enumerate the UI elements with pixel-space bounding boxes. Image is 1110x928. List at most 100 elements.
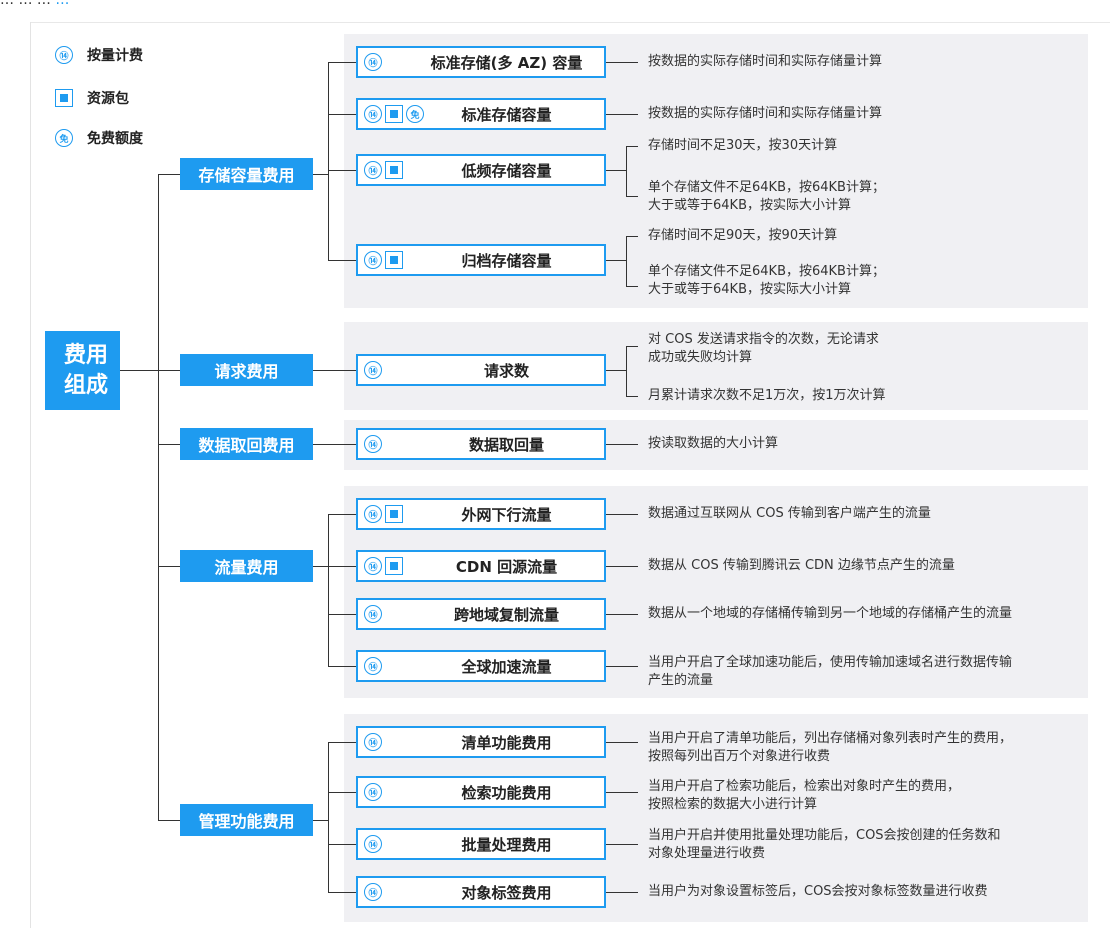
item-label: 对象标签费用 — [461, 883, 552, 902]
item-description: 当用户开启并使用批量处理功能后，COS会按创建的任务数和 — [648, 828, 1001, 843]
resource-pack-icon — [55, 89, 73, 107]
item-label: 外网下行流量 — [461, 505, 552, 524]
connector — [606, 566, 638, 567]
item-label: 跨地域复制流量 — [453, 605, 559, 624]
pay-per-use-icon: ⑭ — [55, 46, 73, 64]
item-description: 数据从一个地域的存储桶传输到另一个地域的存储桶产生的流量 — [648, 606, 1013, 621]
connector — [606, 792, 638, 793]
resource-pack-icon — [385, 505, 403, 523]
pay-per-use-icon: ⑭ — [364, 251, 382, 269]
root-line-2: 组成 — [64, 372, 109, 398]
connector — [313, 370, 356, 371]
item-description: 按照每列出百万个对象进行收费 — [648, 749, 831, 764]
item-description: 数据通过互联网从 COS 传输到客户端产生的流量 — [648, 506, 931, 521]
pay-per-use-icon: ⑭ — [364, 783, 382, 801]
connector — [158, 174, 159, 820]
header-text: … … … … — [0, 0, 69, 8]
connector — [313, 566, 328, 567]
resource-pack-icon — [385, 161, 403, 179]
frame-top-border — [30, 22, 1110, 23]
category-retrieval: 数据取回费用 — [180, 428, 313, 460]
billing-icons: ⑭ — [364, 657, 382, 675]
pay-per-use-icon: ⑭ — [364, 53, 382, 71]
connector — [606, 844, 638, 845]
billing-icons: ⑭ — [364, 883, 382, 901]
connector — [328, 566, 356, 567]
billing-icons: ⑭ — [364, 783, 382, 801]
free-quota-icon: 免 — [55, 129, 73, 147]
item-inventory: ⑭ 清单功能费用 — [356, 726, 606, 758]
item-description: 按数据的实际存储时间和实际存储量计算 — [648, 106, 883, 121]
item-label: 检索功能费用 — [461, 783, 552, 802]
item-label: 标准存储(多 AZ) 容量 — [430, 53, 583, 72]
item-label: 低频存储容量 — [461, 161, 552, 180]
legend-free-quota: 免 免费额度 — [55, 127, 143, 149]
connector — [328, 792, 356, 793]
pay-per-use-icon: ⑭ — [364, 505, 382, 523]
pay-per-use-icon: ⑭ — [364, 557, 382, 575]
item-description: 当用户开启了清单功能后，列出存储桶对象列表时产生的费用， — [648, 731, 1013, 746]
frame-left-border — [30, 22, 31, 928]
pay-per-use-icon: ⑭ — [364, 105, 382, 123]
free-quota-icon: 免 — [406, 105, 424, 123]
connector — [328, 62, 329, 260]
pay-per-use-icon: ⑭ — [364, 361, 382, 379]
connector — [328, 614, 356, 615]
item-cross-region: ⑭ 跨地域复制流量 — [356, 598, 606, 630]
connector — [328, 666, 356, 667]
billing-icons: ⑭ — [364, 505, 403, 523]
item-description: 单个存储文件不足64KB，按64KB计算； — [648, 180, 885, 195]
connector — [626, 196, 638, 197]
item-description: 成功或失败均计算 — [648, 350, 753, 365]
connector — [606, 742, 638, 743]
item-label: 标准存储容量 — [461, 105, 552, 124]
item-description: 月累计请求次数不足1万次，按1万次计算 — [648, 388, 886, 403]
item-internet-egress: ⑭ 外网下行流量 — [356, 498, 606, 530]
connector — [313, 444, 356, 445]
pay-per-use-icon: ⑭ — [364, 161, 382, 179]
connector — [328, 62, 356, 63]
item-description: 存储时间不足90天，按90天计算 — [648, 228, 838, 243]
connector — [606, 892, 638, 893]
connector — [313, 174, 328, 175]
connector — [158, 444, 180, 445]
item-archive: ⑭ 归档存储容量 — [356, 244, 606, 276]
item-global-acceleration: ⑭ 全球加速流量 — [356, 650, 606, 682]
pay-per-use-icon: ⑭ — [364, 883, 382, 901]
connector — [158, 370, 180, 371]
connector — [626, 346, 638, 347]
item-standard: ⑭ 免 标准存储容量 — [356, 98, 606, 130]
connector — [606, 444, 638, 445]
item-label: 归档存储容量 — [461, 251, 552, 270]
connector — [328, 742, 329, 892]
legend-resource-pack: 资源包 — [55, 87, 129, 109]
connector — [158, 820, 180, 821]
connector — [606, 666, 638, 667]
item-description: 对 COS 发送请求指令的次数，无论请求 — [648, 332, 879, 347]
item-retrieval: ⑭ 数据取回量 — [356, 428, 606, 460]
root-line-1: 费用 — [64, 342, 109, 368]
item-infrequent: ⑭ 低频存储容量 — [356, 154, 606, 186]
connector — [606, 260, 626, 261]
connector — [158, 566, 180, 567]
connector — [606, 370, 626, 371]
category-storage: 存储容量费用 — [180, 158, 313, 190]
connector — [626, 146, 638, 147]
pay-per-use-icon: ⑭ — [364, 835, 382, 853]
item-standard-multi-az: ⑭ 标准存储(多 AZ) 容量 — [356, 46, 606, 78]
connector — [626, 286, 638, 287]
item-retrieval-function: ⑭ 检索功能费用 — [356, 776, 606, 808]
billing-icons: ⑭ — [364, 835, 382, 853]
item-description: 数据从 COS 传输到腾讯云 CDN 边缘节点产生的流量 — [648, 558, 955, 573]
connector — [328, 892, 356, 893]
item-description: 当用户开启了检索功能后，检索出对象时产生的费用， — [648, 779, 961, 794]
item-label: 清单功能费用 — [461, 733, 552, 752]
billing-icons: ⑭ — [364, 361, 382, 379]
item-label: 请求数 — [483, 361, 529, 380]
item-description: 大于或等于64KB，按实际大小计算 — [648, 198, 851, 213]
header-link[interactable]: … — [55, 0, 70, 8]
connector — [606, 614, 638, 615]
item-label: CDN 回源流量 — [455, 557, 558, 576]
connector — [328, 742, 356, 743]
connector — [606, 62, 638, 63]
